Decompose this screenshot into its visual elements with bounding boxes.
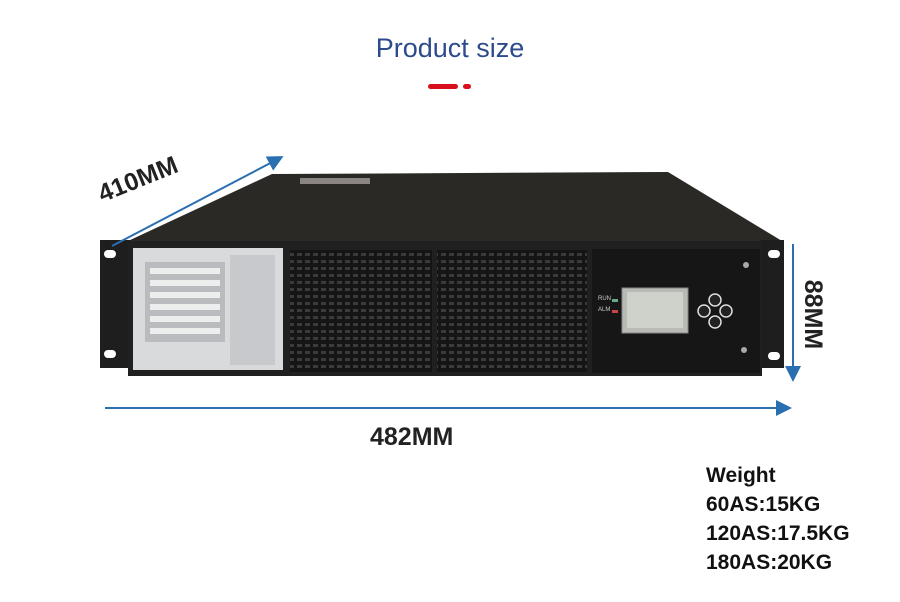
battery-grille-1 (290, 250, 432, 372)
title-underline-dot (463, 84, 471, 89)
right-rack-ear (760, 240, 784, 368)
width-label: 482MM (370, 423, 454, 451)
battery-grille-2 (437, 250, 587, 372)
alarm-label: ALM (598, 307, 611, 313)
weight-line: 120AS:17.5KG (706, 522, 850, 545)
weight-line: 60AS:15KG (706, 493, 821, 516)
weight-info: Weight 60AS:15KG 120AS:17.5KG 180AS:20KG (706, 461, 850, 577)
left-button (697, 304, 711, 318)
height-label: 88MM (799, 279, 828, 350)
left-rack-ear (100, 240, 130, 368)
rectifier-module (133, 248, 283, 370)
page-title: Product size (375, 33, 525, 63)
right-button (719, 304, 733, 318)
weight-heading: Weight (706, 464, 776, 487)
down-button (708, 315, 722, 329)
weight-line: 180AS:20KG (706, 551, 833, 574)
run-label: RUN (598, 296, 611, 302)
chassis-top (128, 172, 782, 241)
title-underline (428, 84, 458, 89)
depth-arrow (111, 156, 284, 247)
control-panel (592, 249, 760, 373)
up-button (708, 293, 722, 307)
